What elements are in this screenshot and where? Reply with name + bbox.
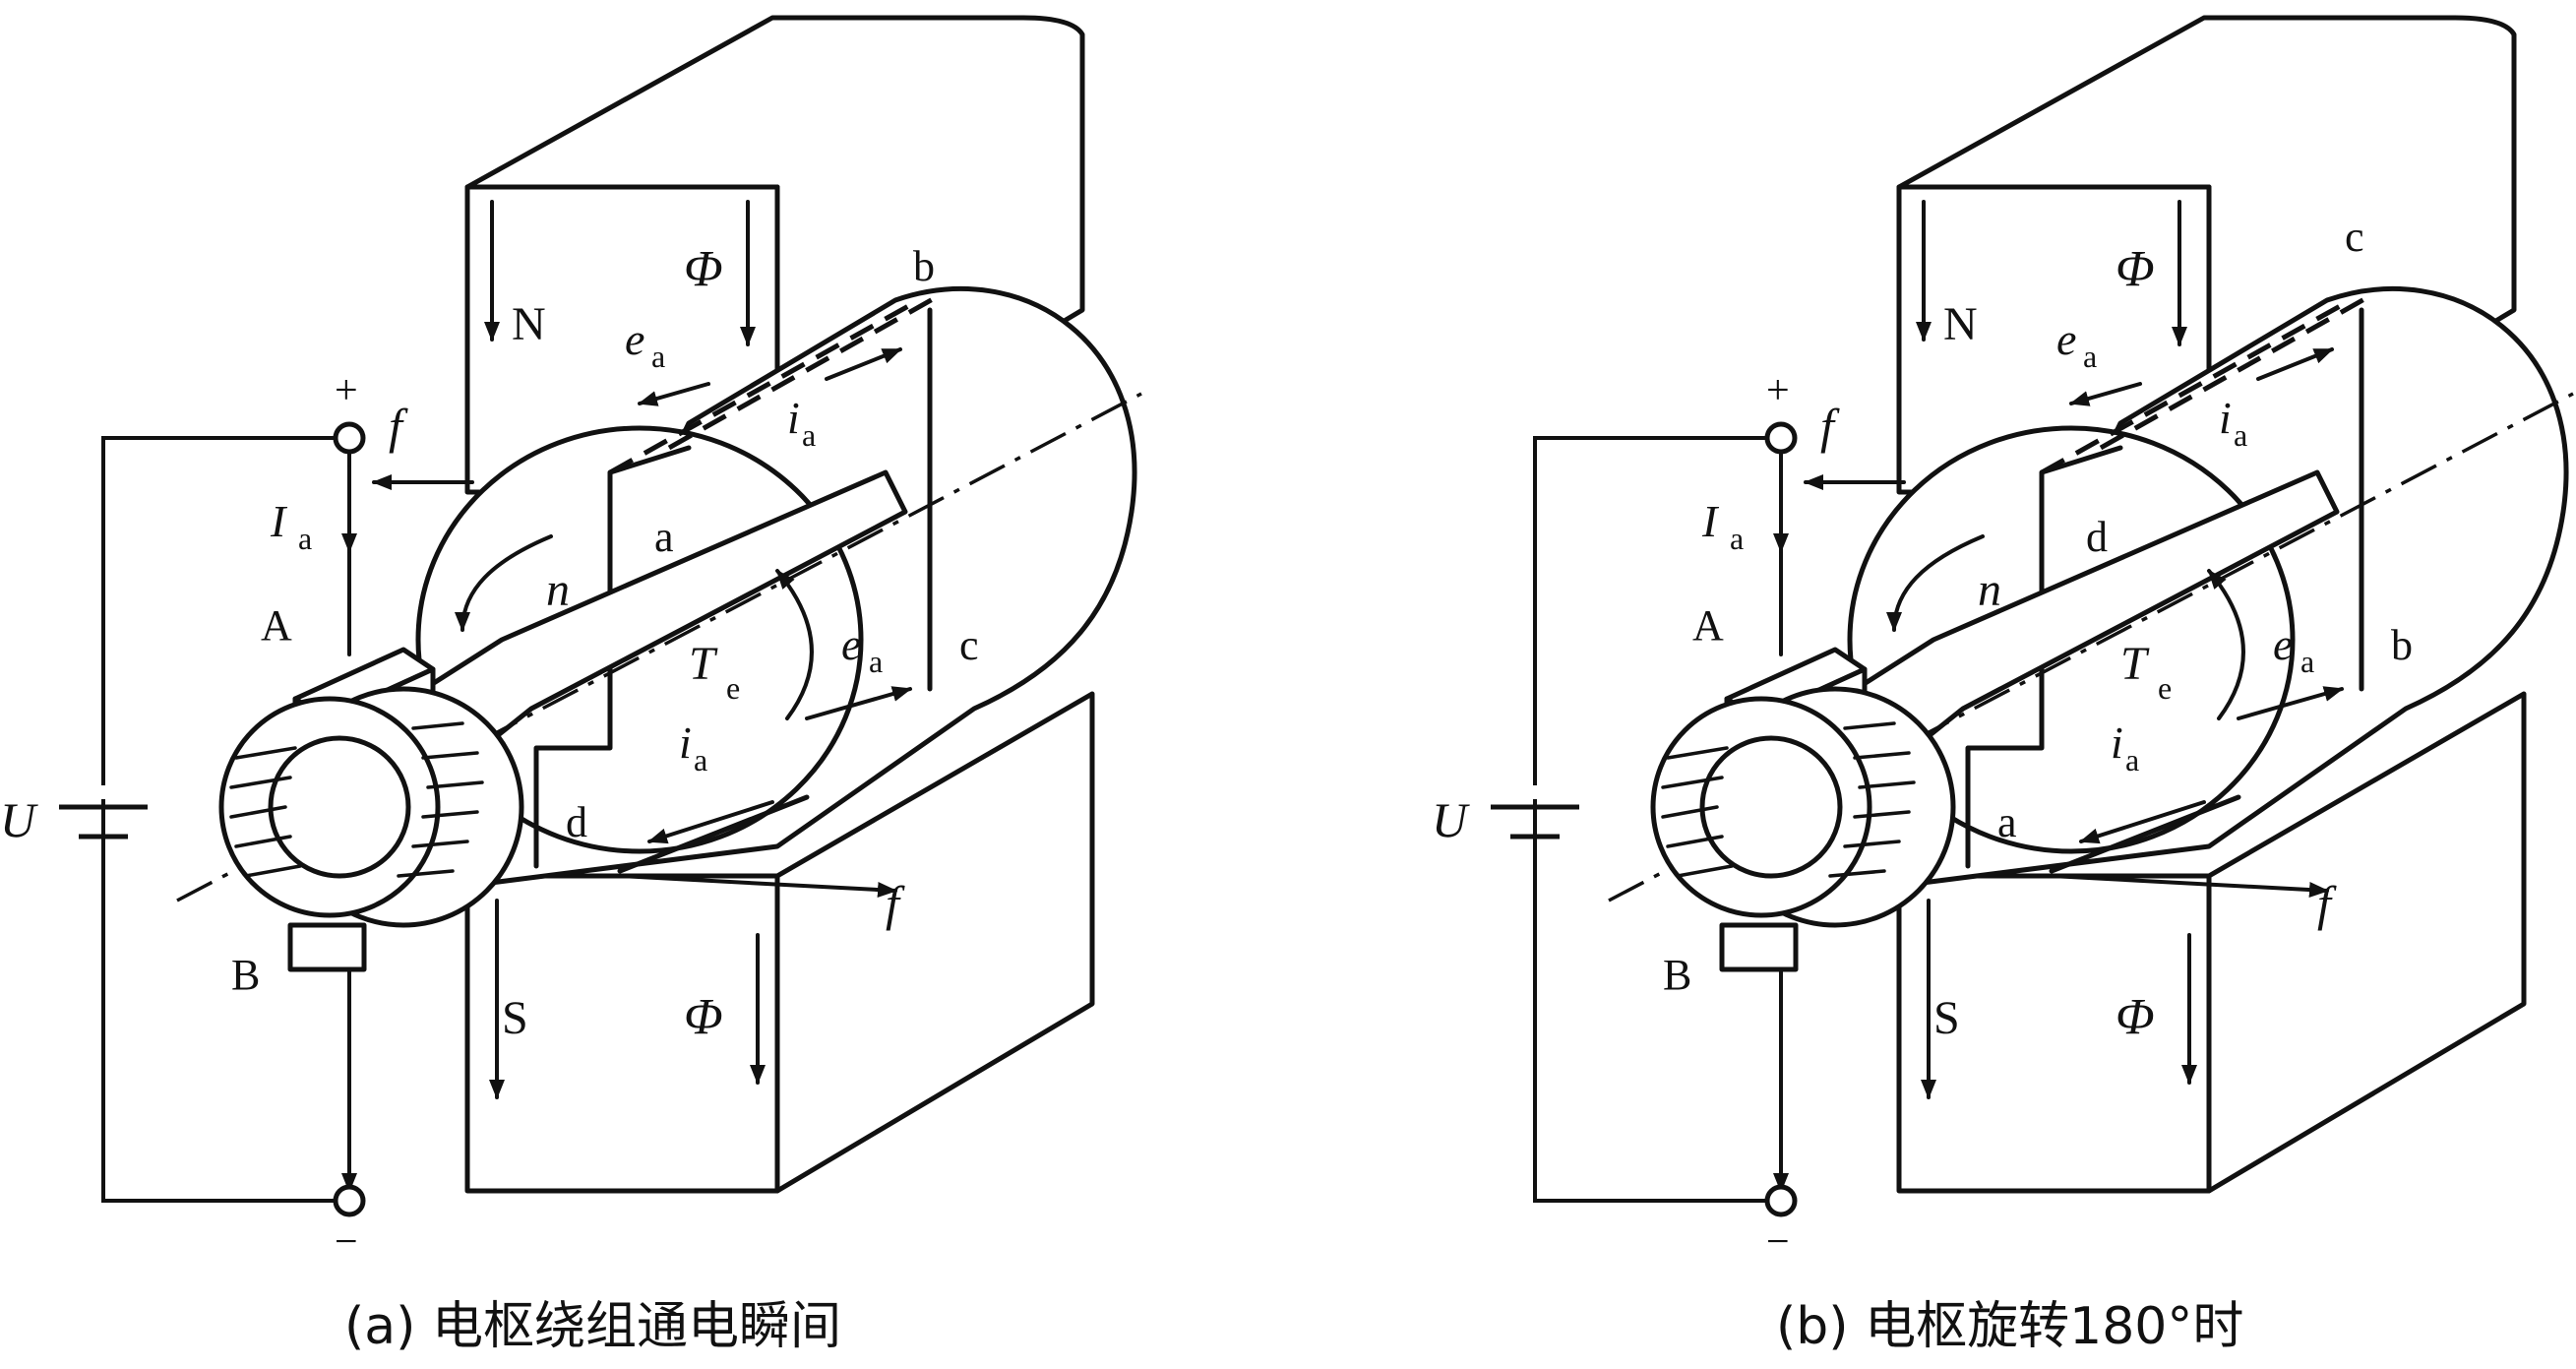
pole-s-label-b: S bbox=[1933, 992, 1960, 1044]
ea-top-sub-b: a bbox=[2083, 339, 2097, 374]
ea-top-sub-a: a bbox=[651, 339, 665, 374]
speed-label-a: n bbox=[546, 564, 570, 616]
flux-bottom-label-a: Φ bbox=[684, 989, 723, 1045]
voltage-label-a: U bbox=[0, 792, 38, 847]
caption-a: (a) 电枢绕组通电瞬间 bbox=[344, 1297, 841, 1356]
ea-mid-sub-a: a bbox=[869, 644, 883, 679]
ia-top-sub-b: a bbox=[2234, 417, 2247, 453]
coil-label-1-b: c bbox=[2345, 213, 2364, 261]
coil-label-3-b: b bbox=[2391, 621, 2413, 669]
caption-b: (b) 电枢旋转180°时 bbox=[1776, 1297, 2243, 1356]
ea-mid-sub-b: a bbox=[2300, 644, 2314, 679]
minus-terminal-b: − bbox=[1766, 1219, 1790, 1265]
panel-b: Φ N S Φ e a i a c d b a T e n e a i a f … bbox=[1432, 18, 2573, 1356]
torque-label-b: T bbox=[2120, 638, 2150, 690]
ia-mid-label-a: i bbox=[679, 717, 692, 768]
brush-b-label-b: B bbox=[1663, 951, 1691, 999]
pole-s-label-a: S bbox=[502, 992, 528, 1044]
armature-current-sub-a: a bbox=[298, 521, 312, 556]
ia-top-label-b: i bbox=[2219, 393, 2232, 443]
ia-mid-sub-a: a bbox=[694, 742, 707, 778]
brush-a-label-b: A bbox=[1692, 601, 1724, 650]
flux-bottom-label-b: Φ bbox=[2116, 989, 2155, 1045]
plus-terminal-b: + bbox=[1766, 368, 1790, 413]
brush-b-label-a: B bbox=[231, 951, 260, 999]
coil-label-2-a: a bbox=[654, 513, 674, 561]
ia-top-sub-a: a bbox=[802, 417, 816, 453]
plus-terminal-a: + bbox=[335, 368, 358, 413]
voltage-label-b: U bbox=[1432, 792, 1470, 847]
ia-top-label-a: i bbox=[787, 393, 800, 443]
torque-sub-a: e bbox=[726, 670, 740, 706]
panel-a: Φ N S Φ e a i a b a c d T e n e a i a f … bbox=[0, 18, 1141, 1356]
motor-drawing-b bbox=[1491, 18, 2573, 1214]
pole-n-label-a: N bbox=[512, 298, 546, 350]
ea-mid-label-b: e bbox=[2273, 619, 2293, 669]
torque-sub-b: e bbox=[2158, 670, 2172, 706]
coil-label-3-a: c bbox=[959, 621, 979, 669]
torque-label-a: T bbox=[689, 638, 718, 690]
armature-current-label-a: I bbox=[270, 496, 288, 546]
force-top-label-b: f bbox=[1820, 399, 1840, 454]
flux-top-label-b: Φ bbox=[2116, 241, 2155, 297]
armature-current-sub-b: a bbox=[1730, 521, 1744, 556]
ea-top-label-b: e bbox=[2056, 314, 2076, 364]
motor-drawing-a bbox=[59, 18, 1141, 1214]
brush-a-label-a: A bbox=[261, 601, 292, 650]
minus-terminal-a: − bbox=[335, 1219, 358, 1265]
coil-label-4-a: d bbox=[566, 798, 587, 846]
coil-label-1-a: b bbox=[913, 242, 935, 290]
speed-label-b: n bbox=[1978, 564, 2001, 616]
coil-label-2-b: d bbox=[2086, 513, 2108, 561]
ea-top-label-a: e bbox=[625, 314, 644, 364]
pole-n-label-b: N bbox=[1943, 298, 1978, 350]
flux-top-label-a: Φ bbox=[684, 241, 723, 297]
armature-current-label-b: I bbox=[1701, 496, 1720, 546]
ea-mid-label-a: e bbox=[841, 619, 861, 669]
ia-mid-sub-b: a bbox=[2125, 742, 2139, 778]
coil-label-4-b: a bbox=[1997, 798, 2017, 846]
force-top-label-a: f bbox=[389, 399, 408, 454]
ia-mid-label-b: i bbox=[2111, 717, 2123, 768]
